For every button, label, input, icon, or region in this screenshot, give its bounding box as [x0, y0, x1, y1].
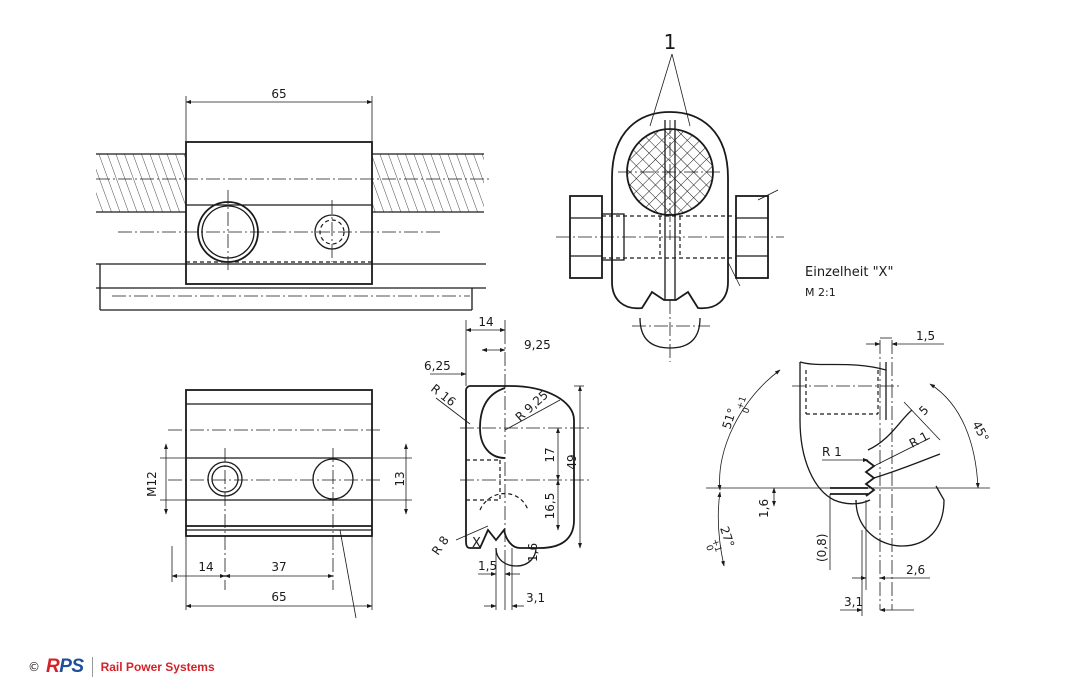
detail-marker-x: X [472, 536, 481, 551]
bolt-head-top [197, 201, 259, 263]
dim-front-65: 65 [271, 590, 286, 604]
dim-side-49: 49 [565, 454, 579, 469]
copyright-symbol: © [28, 660, 40, 674]
side-view: 14 9,25 6,25 R 16 R 9,25 49 17 16,5 R 8 … [424, 315, 590, 610]
footer-separator [91, 657, 93, 677]
dim-side-r8: R 8 [429, 533, 452, 557]
rps-logo: RPS [46, 656, 84, 678]
dim-side-9-25: 9,25 [524, 338, 551, 352]
dim-detail-1-6: 1,6 [757, 499, 771, 518]
footer: © RPS Rail Power Systems [28, 656, 215, 678]
section-view: 1 Einzelheit "X" M 2:1 [556, 30, 893, 362]
dim-front-14: 14 [198, 560, 213, 574]
dim-detail-51: 51° [720, 406, 740, 431]
dim-side-14: 14 [478, 315, 493, 329]
clamp-body-top [185, 141, 373, 285]
dim-side-1-6: 1,6 [526, 543, 540, 562]
dim-detail-27: 27° [717, 525, 737, 550]
dim-detail-2-6: 2,6 [906, 563, 925, 577]
clamp-body-section [611, 111, 729, 310]
company-name: Rail Power Systems [100, 660, 215, 674]
nut-hole-top [314, 214, 350, 250]
part-callout-1: 1 [664, 30, 677, 54]
dim-detail-27-tol-low: 0 [703, 544, 714, 553]
dim-top-65: 65 [271, 87, 286, 101]
dim-front-13: 13 [393, 471, 407, 486]
dim-side-r16: R 16 [428, 381, 458, 409]
dim-side-1-5: 1,5 [478, 559, 497, 573]
dim-detail-51-tol-low: 0 [741, 406, 752, 415]
wire-hatch-left [96, 154, 186, 212]
dim-detail-1-5: 1,5 [916, 329, 935, 343]
dim-side-6-25: 6,25 [424, 359, 451, 373]
dim-detail-3-1: 3,1 [844, 595, 863, 609]
clamp-body-side [465, 385, 575, 549]
rps-logo-r: R [46, 656, 60, 677]
clamp-body-front [185, 389, 373, 537]
dim-front-m12: M12 [145, 471, 159, 497]
dim-detail-5: 5 [916, 403, 931, 418]
dim-detail-r1-left: R 1 [822, 445, 842, 459]
dim-front-37: 37 [271, 560, 286, 574]
top-view: 65 [96, 87, 490, 311]
detail-scale: M 2:1 [805, 286, 836, 299]
dim-detail-0-8: (0,8) [815, 534, 829, 562]
front-view: M12 13 14 37 65 [145, 389, 412, 619]
dim-side-17: 17 [543, 447, 557, 462]
dim-side-r9-25: R 9,25 [513, 388, 551, 424]
detail-view: 51° +1 0 27° +1 0 45° 1,5 5 R 1 R 1 1,6 … [703, 329, 992, 616]
dim-detail-27-tol: +1 [709, 538, 723, 554]
dim-detail-51-tol: +1 [735, 395, 749, 411]
detail-title: Einzelheit "X" [805, 265, 893, 280]
dim-side-3-1: 3,1 [526, 591, 545, 605]
rps-logo-ps: PS [59, 656, 84, 677]
dim-detail-45: 45° [969, 419, 991, 444]
wire-hatch-right [372, 154, 484, 212]
dim-side-16-5: 16,5 [543, 493, 557, 520]
